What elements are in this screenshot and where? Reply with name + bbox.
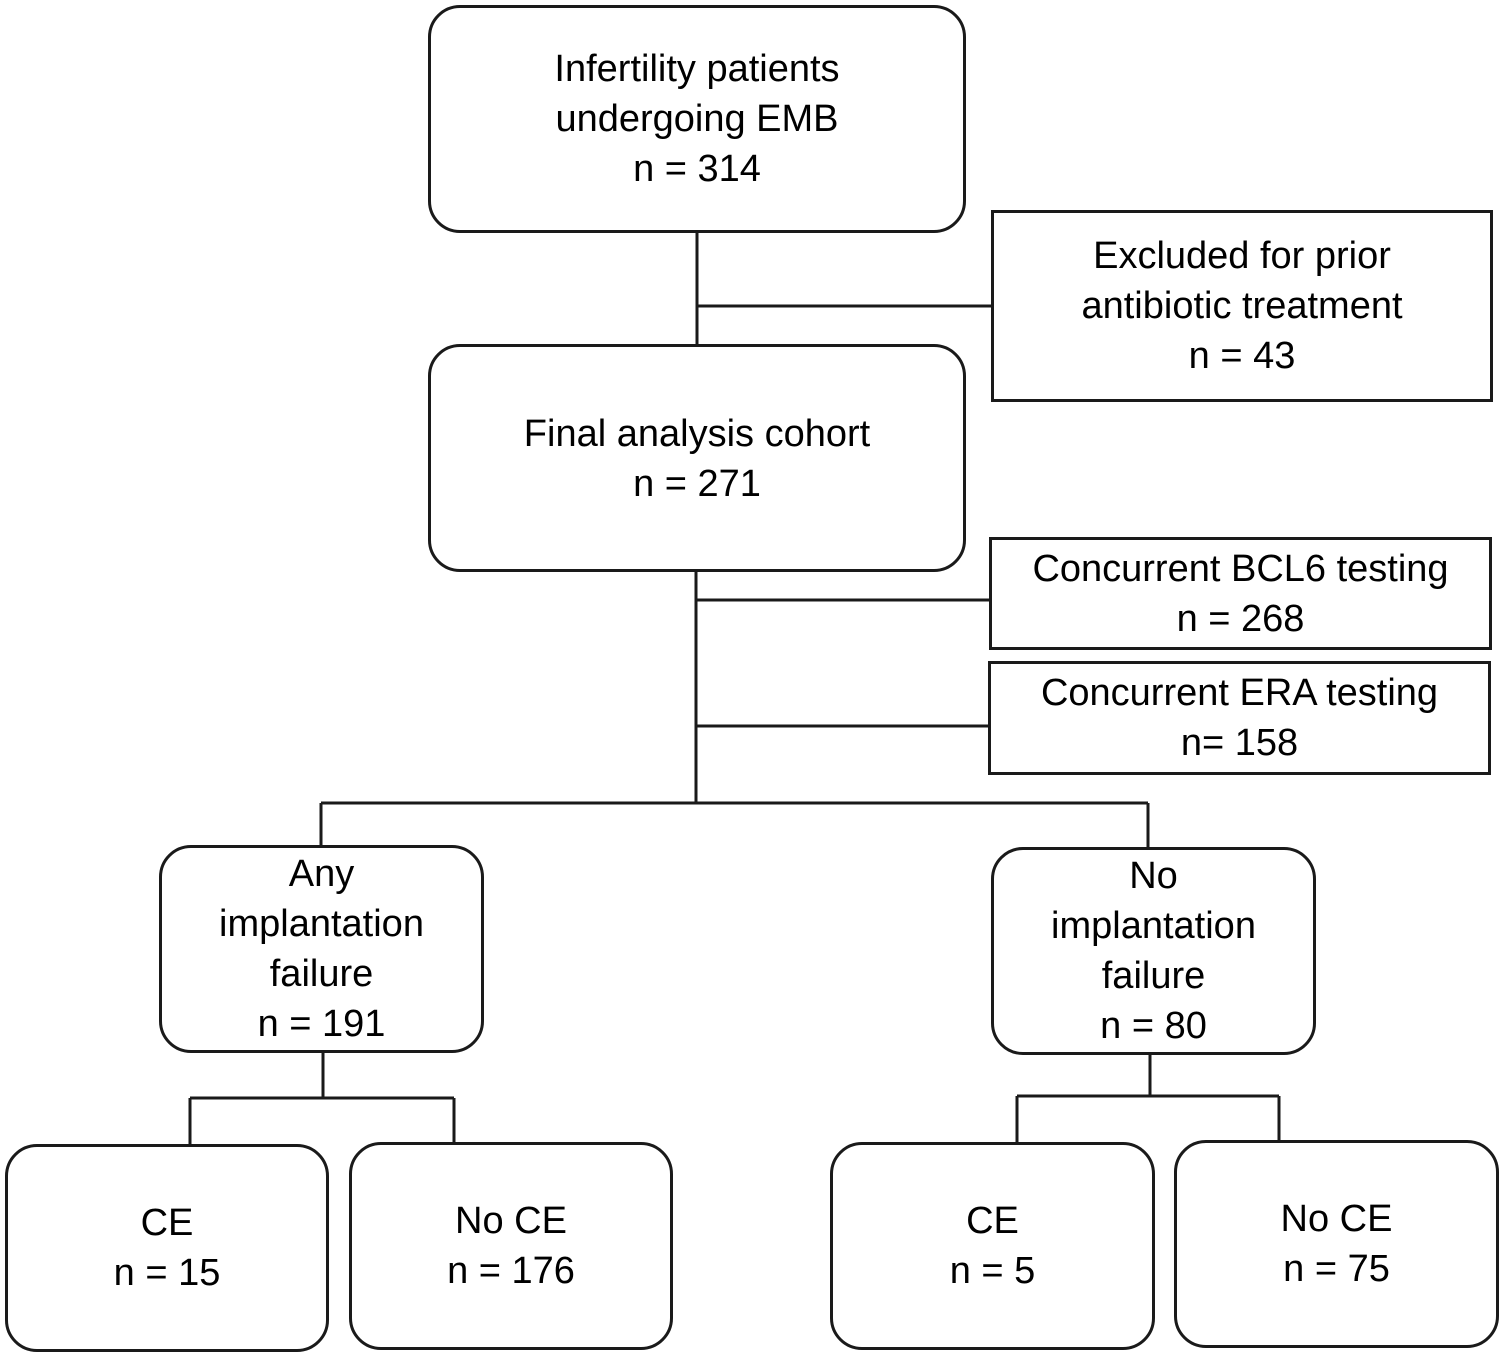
box-excluded: Excluded for prior antibiotic treatment …: [991, 210, 1493, 402]
box-text-line: No CE: [455, 1200, 567, 1242]
box-no-implantation-failure: No implantation failure n = 80: [991, 847, 1316, 1055]
box-text-line: n = 176: [447, 1250, 575, 1292]
box-text-line: undergoing EMB: [555, 98, 839, 140]
box-text-line: Concurrent BCL6 testing: [1032, 547, 1449, 590]
box-text-line: n = 271: [633, 463, 761, 505]
box-text-line: n = 268: [1176, 597, 1305, 640]
box-text-line: n = 75: [1283, 1248, 1390, 1290]
box-text-line: implantation: [1051, 905, 1256, 947]
box-era-testing: Concurrent ERA testing n= 158: [988, 661, 1491, 775]
box-text-line: CE: [966, 1200, 1019, 1242]
box-text-line: n = 80: [1100, 1005, 1207, 1047]
box-no-failure-ce: CE n = 5: [830, 1142, 1155, 1350]
box-any-failure-ce: CE n = 15: [5, 1144, 329, 1352]
box-text-line: n = 15: [113, 1252, 221, 1294]
box-text-line: Concurrent ERA testing: [1040, 672, 1439, 714]
box-text-line: failure: [1101, 955, 1206, 997]
box-text-line: n = 191: [257, 1003, 386, 1045]
box-text-line: antibiotic treatment: [1081, 285, 1403, 327]
box-text-line: No: [1129, 855, 1178, 897]
box-text-line: n = 43: [1188, 335, 1296, 377]
box-emb-patients: Infertility patients undergoing EMB n = …: [428, 5, 966, 233]
box-text-line: Final analysis cohort: [523, 413, 871, 455]
box-text-line: failure: [269, 953, 374, 995]
box-text-line: Infertility patients: [554, 48, 840, 90]
box-any-implantation-failure: Any implantation failure n = 191: [159, 845, 484, 1053]
box-final-cohort: Final analysis cohort n = 271: [428, 344, 966, 572]
box-text-line: n = 5: [949, 1250, 1036, 1292]
box-text-line: Any: [288, 853, 355, 895]
box-any-failure-no-ce: No CE n = 176: [349, 1142, 673, 1350]
box-text-line: Excluded for prior: [1093, 235, 1391, 277]
box-text-line: n = 314: [633, 148, 761, 190]
box-bcl6-testing: Concurrent BCL6 testing n = 268: [989, 537, 1492, 650]
box-no-failure-no-ce: No CE n = 75: [1174, 1140, 1499, 1348]
box-text-line: implantation: [219, 903, 424, 945]
box-text-line: CE: [140, 1202, 194, 1244]
box-text-line: n= 158: [1180, 722, 1299, 764]
box-text-line: No CE: [1280, 1198, 1393, 1240]
